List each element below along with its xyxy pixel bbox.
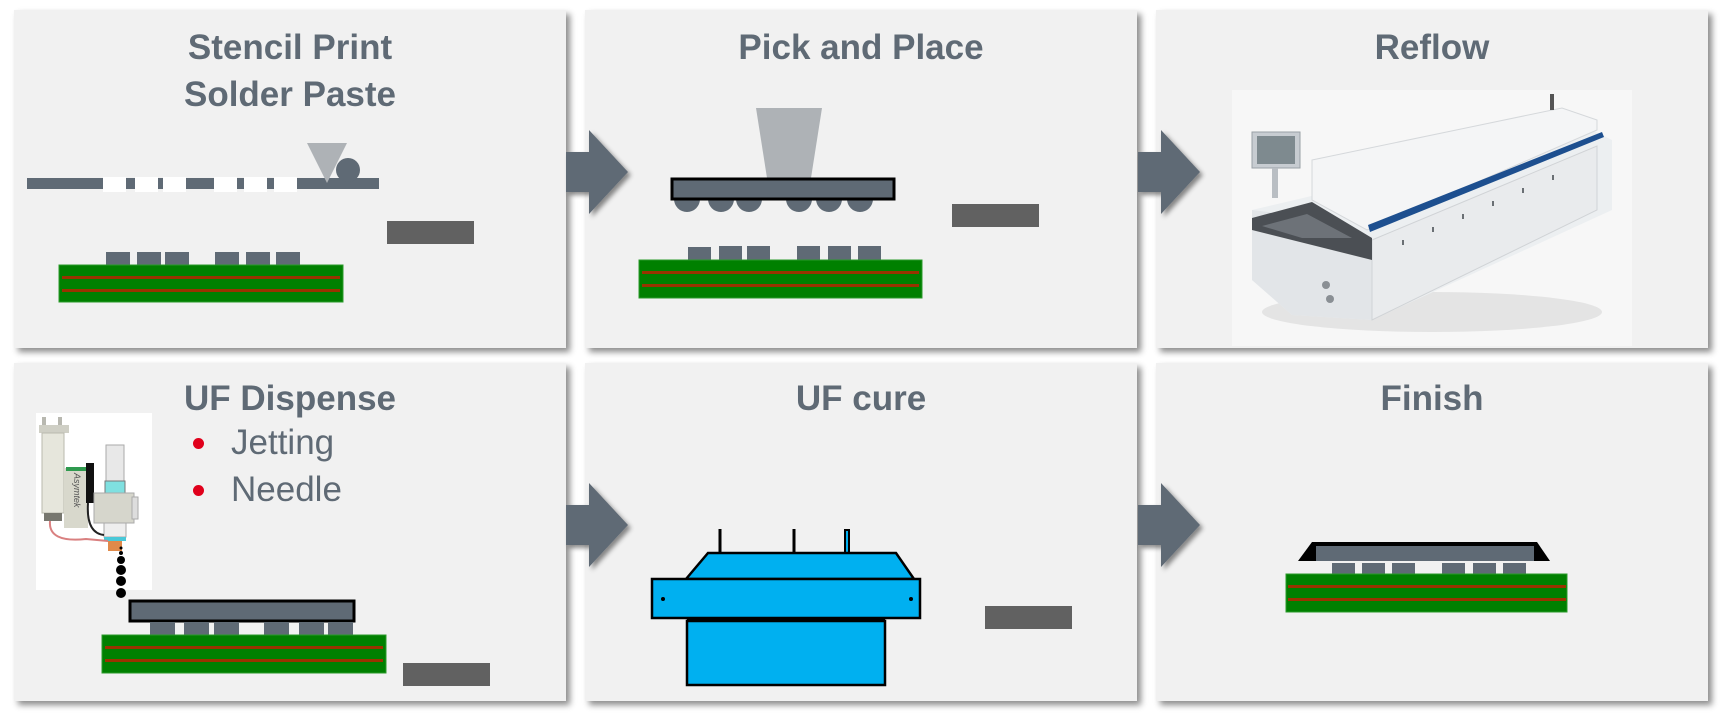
arrow-right-icon <box>566 130 628 214</box>
squeegee <box>307 143 347 183</box>
reflow-oven-photo <box>1232 90 1632 346</box>
cure-oven-illustration <box>650 529 1072 687</box>
step-title: Finish <box>1380 379 1484 418</box>
oven-base <box>685 619 887 687</box>
oven-band <box>650 577 922 620</box>
bullet-icon <box>193 438 204 449</box>
bullet-icon <box>193 485 204 496</box>
step-title: Reflow <box>1374 28 1490 67</box>
die <box>128 599 356 623</box>
arrow-dispense-to-cure <box>566 483 628 567</box>
step-title-line1: Stencil Print <box>187 28 393 67</box>
oven-lid <box>683 551 917 581</box>
pickup-nozzle <box>756 108 822 178</box>
arrow-right-icon <box>566 483 628 567</box>
stencil <box>27 177 379 192</box>
label-bar <box>952 204 1039 227</box>
step-title: UF cure <box>795 379 927 418</box>
finish-illustration <box>1285 542 1568 613</box>
flip-chip-die <box>670 177 896 212</box>
blue-stripe <box>1368 132 1604 232</box>
bumps <box>150 622 353 637</box>
dispenser-brand-label: Asymtek <box>72 472 82 508</box>
arrow-stencil-to-pickplace <box>566 130 628 214</box>
substrate <box>638 259 923 299</box>
step-title: Pick and Place <box>738 28 984 67</box>
step-panel-finish: Finish <box>1156 363 1708 701</box>
step-panel-uf-dispense: UF Dispense Jetting Needle Asymtek <box>14 363 566 701</box>
step-panel-stencil-print: Stencil Print Solder Paste <box>14 10 566 348</box>
arrow-cure-to-finish <box>1138 483 1200 567</box>
step-title: UF Dispense <box>184 379 396 418</box>
dispense-method-label: Jetting <box>231 423 335 462</box>
jet-dispenser-photo: Asymtek <box>36 413 152 590</box>
die <box>1316 546 1534 561</box>
step-title-line2: Solder Paste <box>183 75 397 114</box>
dispense-method-item: Jetting <box>184 419 342 466</box>
step-title: Stencil Print Solder Paste <box>14 24 566 118</box>
pads <box>688 246 881 263</box>
step-panel-reflow: Reflow <box>1156 10 1708 348</box>
arrow-right-icon <box>1138 483 1200 567</box>
dispense-method-list: Jetting Needle <box>184 419 342 513</box>
stencil-print-illustration <box>27 143 474 303</box>
substrate <box>58 264 344 303</box>
uf-dispense-illustration <box>101 546 490 686</box>
step-panel-uf-cure: UF cure <box>585 363 1137 701</box>
step-panel-pick-and-place: Pick and Place <box>585 10 1137 348</box>
label-bar <box>985 606 1072 629</box>
substrate <box>1285 573 1568 613</box>
label-bar <box>387 221 474 244</box>
substrate <box>101 634 387 674</box>
dispense-method-item: Needle <box>184 466 342 513</box>
arrow-pickplace-to-reflow <box>1138 130 1200 214</box>
arrow-right-icon <box>1138 130 1200 214</box>
solder-paste-bead <box>336 158 360 182</box>
dispense-method-label: Needle <box>231 470 342 509</box>
underfill-droplets <box>116 546 126 598</box>
label-bar <box>403 663 490 686</box>
pick-and-place-illustration <box>638 108 1039 299</box>
